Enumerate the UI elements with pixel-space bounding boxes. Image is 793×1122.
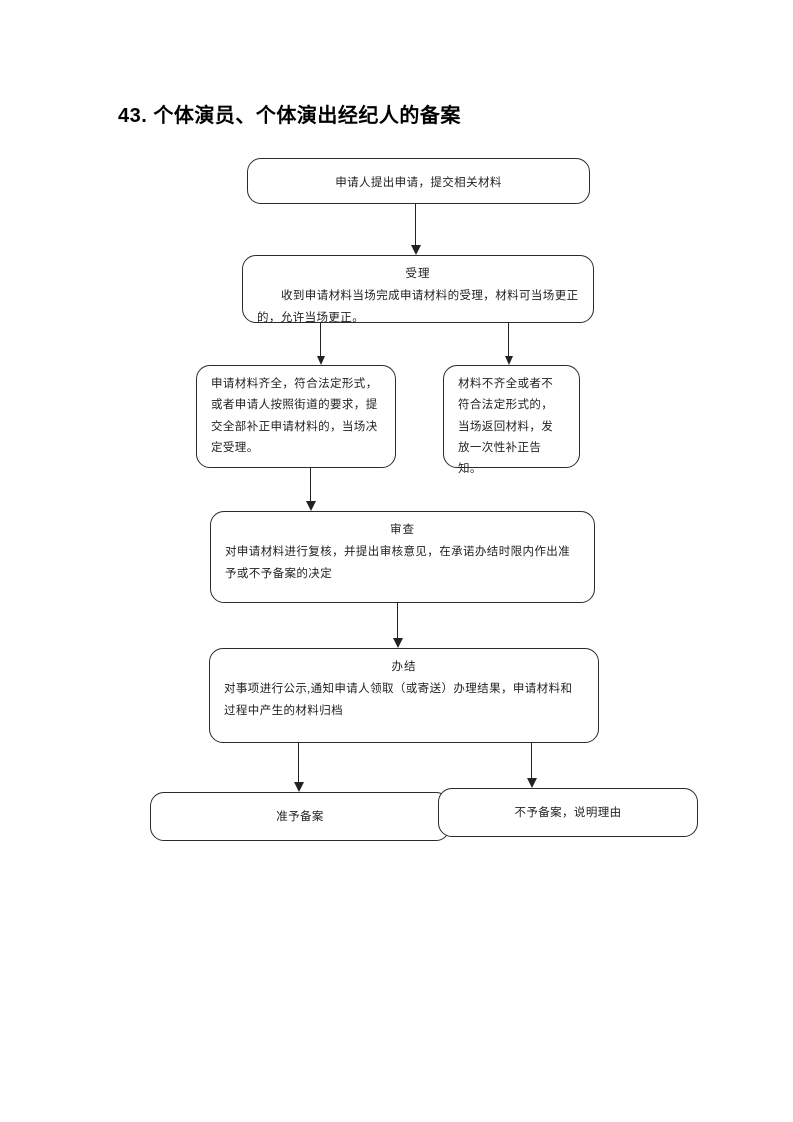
flow-node-incomplete-materials-text: 材料不齐全或者不符合法定形式的，当场返回材料，发放一次性补正告知。 [458, 378, 554, 476]
flow-node-finish-text: 对事项进行公示,通知申请人领取（或寄送）办理结果，申请材料和过程中产生的材料归档 [224, 683, 573, 717]
arrow-complete-to-review [305, 468, 316, 511]
arrow-head-down-icon [316, 356, 325, 365]
flow-node-complete-materials: 申请材料齐全，符合法定形式，或者申请人按照街道的要求，提交全部补正申请材料的，当… [196, 365, 396, 468]
arrow-line [530, 743, 533, 779]
arrow-line [309, 468, 312, 502]
arrow-accept-to-complete [315, 323, 326, 365]
flow-node-incomplete-materials: 材料不齐全或者不符合法定形式的，当场返回材料，发放一次性补正告知。 [443, 365, 580, 475]
arrow-head-down-icon [305, 501, 316, 511]
arrow-head-down-icon [504, 356, 513, 365]
page-title: 43. 个体演员、个体演出经纪人的备案 [118, 105, 461, 127]
flow-node-finish: 办结 对事项进行公示,通知申请人领取（或寄送）办理结果，申请材料和过程中产生的材… [209, 648, 599, 743]
flow-node-approved: 准予备案 [150, 792, 450, 841]
flow-node-accept: 受理 收到申请材料当场完成申请材料的受理，材料可当场更正的，允许当场更正。 [242, 255, 594, 324]
flow-node-review-title: 审查 [390, 524, 415, 536]
flow-node-apply-text: 申请人提出申请，提交相关材料 [335, 177, 502, 189]
arrow-line [414, 204, 417, 245]
arrow-apply-to-accept [410, 204, 421, 255]
arrow-head-down-icon [526, 778, 537, 788]
arrow-review-to-finish [392, 603, 403, 648]
arrow-finish-to-approved [293, 743, 304, 792]
flow-node-apply: 申请人提出申请，提交相关材料 [247, 158, 590, 204]
arrow-line [297, 743, 300, 783]
flow-node-accept-title: 受理 [405, 268, 431, 280]
arrow-line [396, 603, 399, 639]
flow-node-complete-materials-text: 申请材料齐全，符合法定形式，或者申请人按照街道的要求，提交全部补正申请材料的，当… [211, 378, 378, 454]
flow-node-rejected: 不予备案，说明理由 [438, 788, 698, 837]
flow-node-finish-title: 办结 [391, 661, 417, 673]
arrow-head-down-icon [392, 638, 403, 648]
arrow-accept-to-incomplete [503, 323, 514, 365]
flow-node-rejected-text: 不予备案，说明理由 [514, 807, 622, 819]
arrow-head-down-icon [293, 782, 304, 792]
arrow-head-down-icon [410, 245, 421, 255]
flow-node-approved-text: 准予备案 [276, 811, 324, 823]
flow-node-accept-text: 收到申请材料当场完成申请材料的受理，材料可当场更正的，允许当场更正。 [257, 290, 579, 324]
arrow-finish-to-rejected [526, 743, 537, 788]
flow-node-review: 审查 对申请材料进行复核，并提出审核意见，在承诺办结时限内作出准予或不予备案的决… [210, 511, 595, 603]
flow-node-review-text: 对申请材料进行复核，并提出审核意见，在承诺办结时限内作出准予或不予备案的决定 [225, 546, 571, 580]
